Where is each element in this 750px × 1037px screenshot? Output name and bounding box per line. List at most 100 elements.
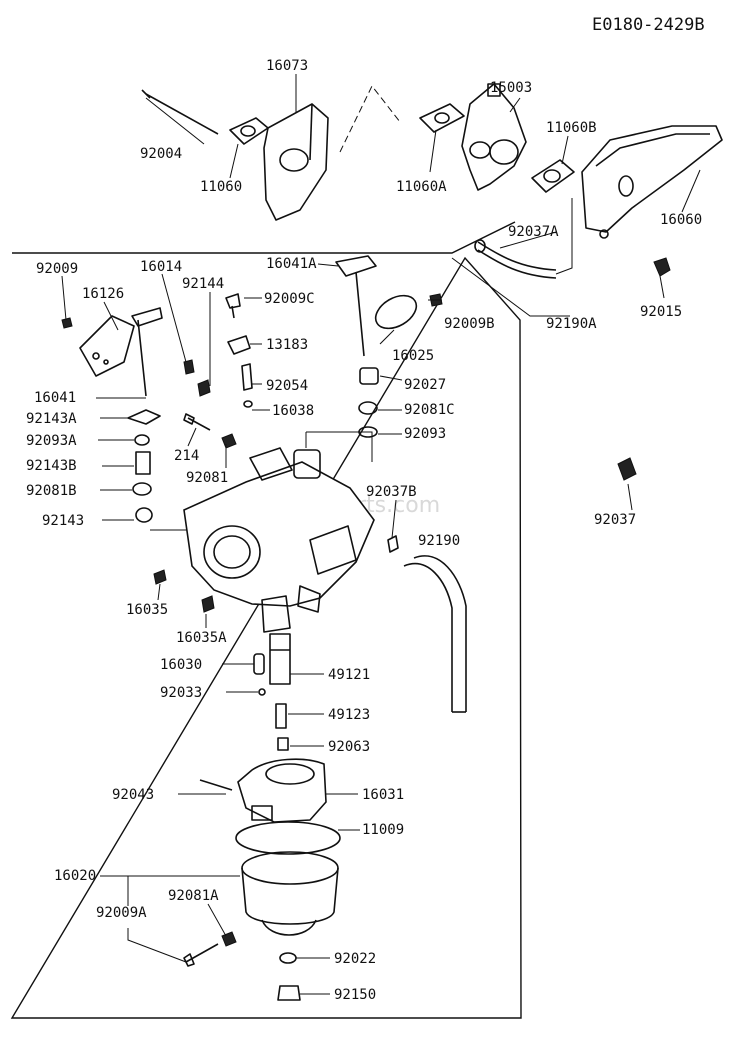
label-92009A: 92009A [96,905,147,921]
stud-bolt-92004 [141,89,219,135]
hose-92190A [474,239,557,279]
clip-92037 [617,457,637,481]
washer-92093A [134,434,150,446]
gasket-11060B [531,159,575,193]
label-92037: 92037 [594,512,636,528]
label-16020: 16020 [54,868,96,884]
choke-plate-16126 [79,315,135,377]
part-labels: 16073 15003 92004 11060 11060A 11060B 16… [26,58,702,1003]
spring-92081C [358,401,378,415]
label-92143: 92143 [42,513,84,529]
label-16060: 16060 [660,212,702,228]
washer-92022 [279,952,297,964]
label-92190A: 92190A [546,316,597,332]
label-214: 214 [174,448,199,464]
bushing-92143 [135,507,153,523]
label-92093: 92093 [404,426,446,442]
gasket-11060A [419,103,465,133]
label-13183: 13183 [266,337,308,353]
diagram-id: E0180-2429B [592,15,705,35]
float-16031 [237,758,327,823]
label-92143A: 92143A [26,411,77,427]
label-92063: 92063 [328,739,370,755]
label-92009: 92009 [36,261,78,277]
pin-92043 [199,779,233,791]
clamp-92015 [653,257,671,277]
screw-92009 [61,317,73,329]
bushing-92143B [135,451,151,475]
label-92081B: 92081B [26,483,77,499]
gasket-11009 [235,821,341,855]
gasket-11060 [229,117,269,145]
label-92054: 92054 [266,378,308,394]
label-16041A: 16041A [266,256,317,272]
seal-92027 [359,367,379,385]
label-92081C: 92081C [404,402,455,418]
label-11060B: 11060B [546,120,597,136]
fuel-pump-15003 [461,83,527,191]
label-92027: 92027 [404,377,446,393]
screw-92054 [241,363,253,391]
label-92144: 92144 [182,276,224,292]
label-49121: 49121 [328,667,370,683]
washer-16038 [243,400,253,408]
lever-13183 [227,335,251,355]
label-49123: 49123 [328,707,370,723]
label-92037A: 92037A [508,224,559,240]
label-16031: 16031 [362,787,404,803]
bolt-92150 [277,985,301,1001]
label-92043: 92043 [112,787,154,803]
label-16030: 16030 [160,657,202,673]
label-92081A: 92081A [168,888,219,904]
air-duct-16060 [581,125,723,239]
label-92022: 92022 [334,951,376,967]
dashed-connector-top [339,85,401,153]
clip-92037B [387,535,399,553]
throttle-shaft-16041A [335,255,377,357]
washer-92033 [258,688,266,696]
label-16025: 16025 [392,348,434,364]
label-92093A: 92093A [26,433,77,449]
label-16041: 16041 [34,390,76,406]
label-16035A: 16035A [176,630,227,646]
washer-92063 [277,737,289,751]
label-92004: 92004 [140,146,182,162]
label-16014: 16014 [140,259,182,275]
label-92015: 92015 [640,304,682,320]
nozzle-16030 [253,653,265,675]
spring-92081 [221,433,237,449]
screw-16035 [153,569,167,585]
label-11009: 11009 [362,822,404,838]
label-92081: 92081 [186,470,228,486]
label-11060: 11060 [200,179,242,195]
label-16073: 16073 [266,58,308,74]
screw-214 [183,413,211,431]
screw-92009C [225,293,241,319]
spring-92081B [132,482,152,496]
label-92009B: 92009B [444,316,495,332]
insulator-16073 [263,103,329,221]
bushing-92143A [127,409,161,425]
screw-16035A [201,595,215,613]
label-92190: 92190 [418,533,460,549]
label-16035: 16035 [126,602,168,618]
label-92037B: 92037B [366,484,417,500]
jet-holder-49121 [269,633,291,685]
label-92033: 92033 [160,685,202,701]
label-16038: 16038 [272,403,314,419]
carburetor-assembly-frame [10,221,522,1019]
lever-16014 [183,359,211,397]
label-11060A: 11060A [396,179,447,195]
main-jet-49123 [275,703,287,729]
label-15003: 15003 [490,80,532,96]
fuel-hose-92190 [403,555,467,713]
label-92143B: 92143B [26,458,77,474]
throttle-plate-16025 [374,294,418,330]
label-92150: 92150 [334,987,376,1003]
label-92009C: 92009C [264,291,315,307]
spring-92081A [221,931,237,947]
label-16126: 16126 [82,286,124,302]
float-bowl-16020 [241,851,339,936]
bolt-92009A [183,943,219,967]
